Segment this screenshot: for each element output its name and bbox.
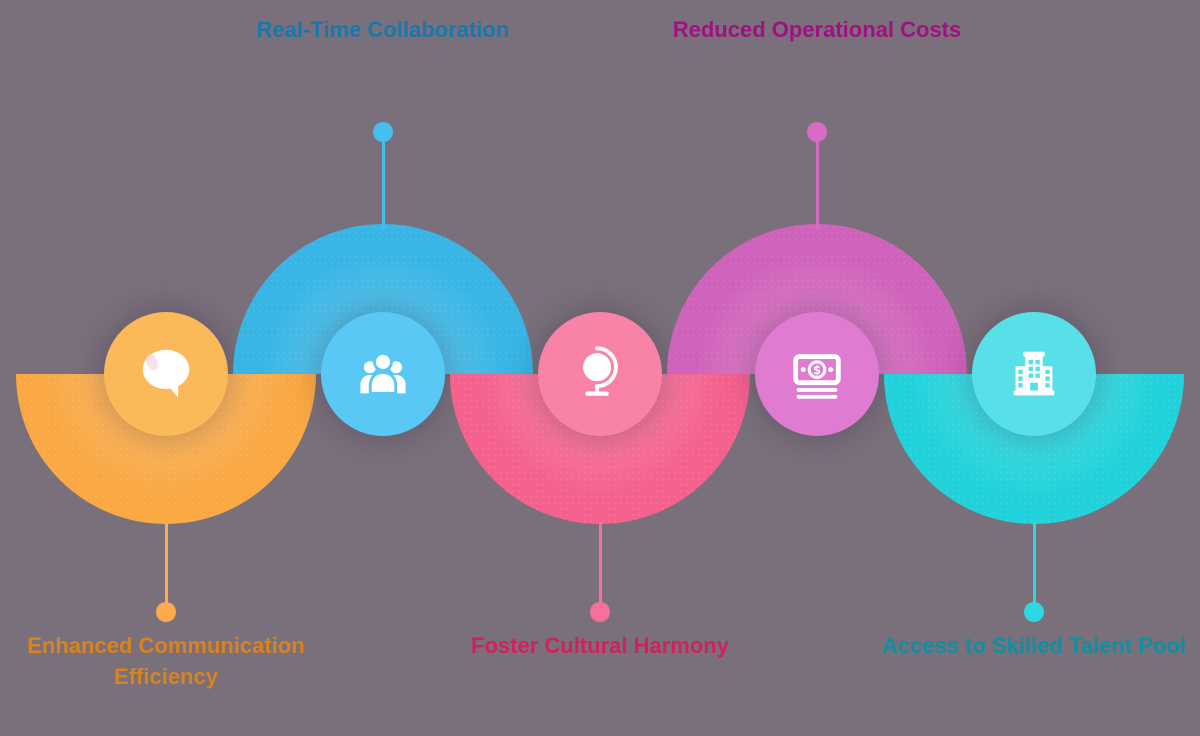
segment-reduced-operational-costs: $ Reduced Operational Costs xyxy=(657,0,977,736)
connector-dot xyxy=(807,122,827,142)
connector-line xyxy=(381,138,385,230)
svg-text:$: $ xyxy=(813,363,821,377)
icon-circle xyxy=(972,312,1096,436)
connector-dot xyxy=(1024,602,1044,622)
segment-label: Foster Cultural Harmony xyxy=(471,633,729,658)
segment-label: Access to Skilled Talent Pool xyxy=(881,633,1186,658)
semicircle-down xyxy=(450,374,750,524)
semicircle-down xyxy=(16,374,316,524)
connector-dot xyxy=(156,602,176,622)
semicircle-up xyxy=(667,224,967,374)
icon-circle xyxy=(538,312,662,436)
connector-dot xyxy=(373,122,393,142)
connector-line xyxy=(815,138,819,230)
office-building-icon xyxy=(1013,351,1055,396)
connector-line xyxy=(1032,522,1036,606)
connector-line xyxy=(164,522,168,606)
segment-label: Real-Time Collaboration xyxy=(256,17,510,42)
desk-globe-icon xyxy=(583,346,618,396)
segment-real-time-collaboration: Real-Time Collaboration xyxy=(223,0,543,736)
segment-label: Reduced Operational Costs xyxy=(672,17,962,42)
money-bills-icon: $ xyxy=(793,354,841,399)
segment-access-skilled-talent: Access to Skilled Talent Pool xyxy=(874,0,1194,736)
semicircle-down xyxy=(884,374,1184,524)
chat-bubble-icon xyxy=(142,349,190,398)
segment-foster-cultural-harmony: Foster Cultural Harmony xyxy=(440,0,760,736)
people-group-icon xyxy=(360,351,406,395)
connector-line xyxy=(598,522,602,606)
icon-circle xyxy=(104,312,228,436)
segment-enhanced-communication: Enhanced Communication Efficiency xyxy=(6,0,326,736)
semicircle-up xyxy=(233,224,533,374)
icon-circle: $ xyxy=(755,312,879,436)
connector-dot xyxy=(590,602,610,622)
icon-circle xyxy=(321,312,445,436)
segment-label: Enhanced Communication Efficiency xyxy=(27,633,305,689)
